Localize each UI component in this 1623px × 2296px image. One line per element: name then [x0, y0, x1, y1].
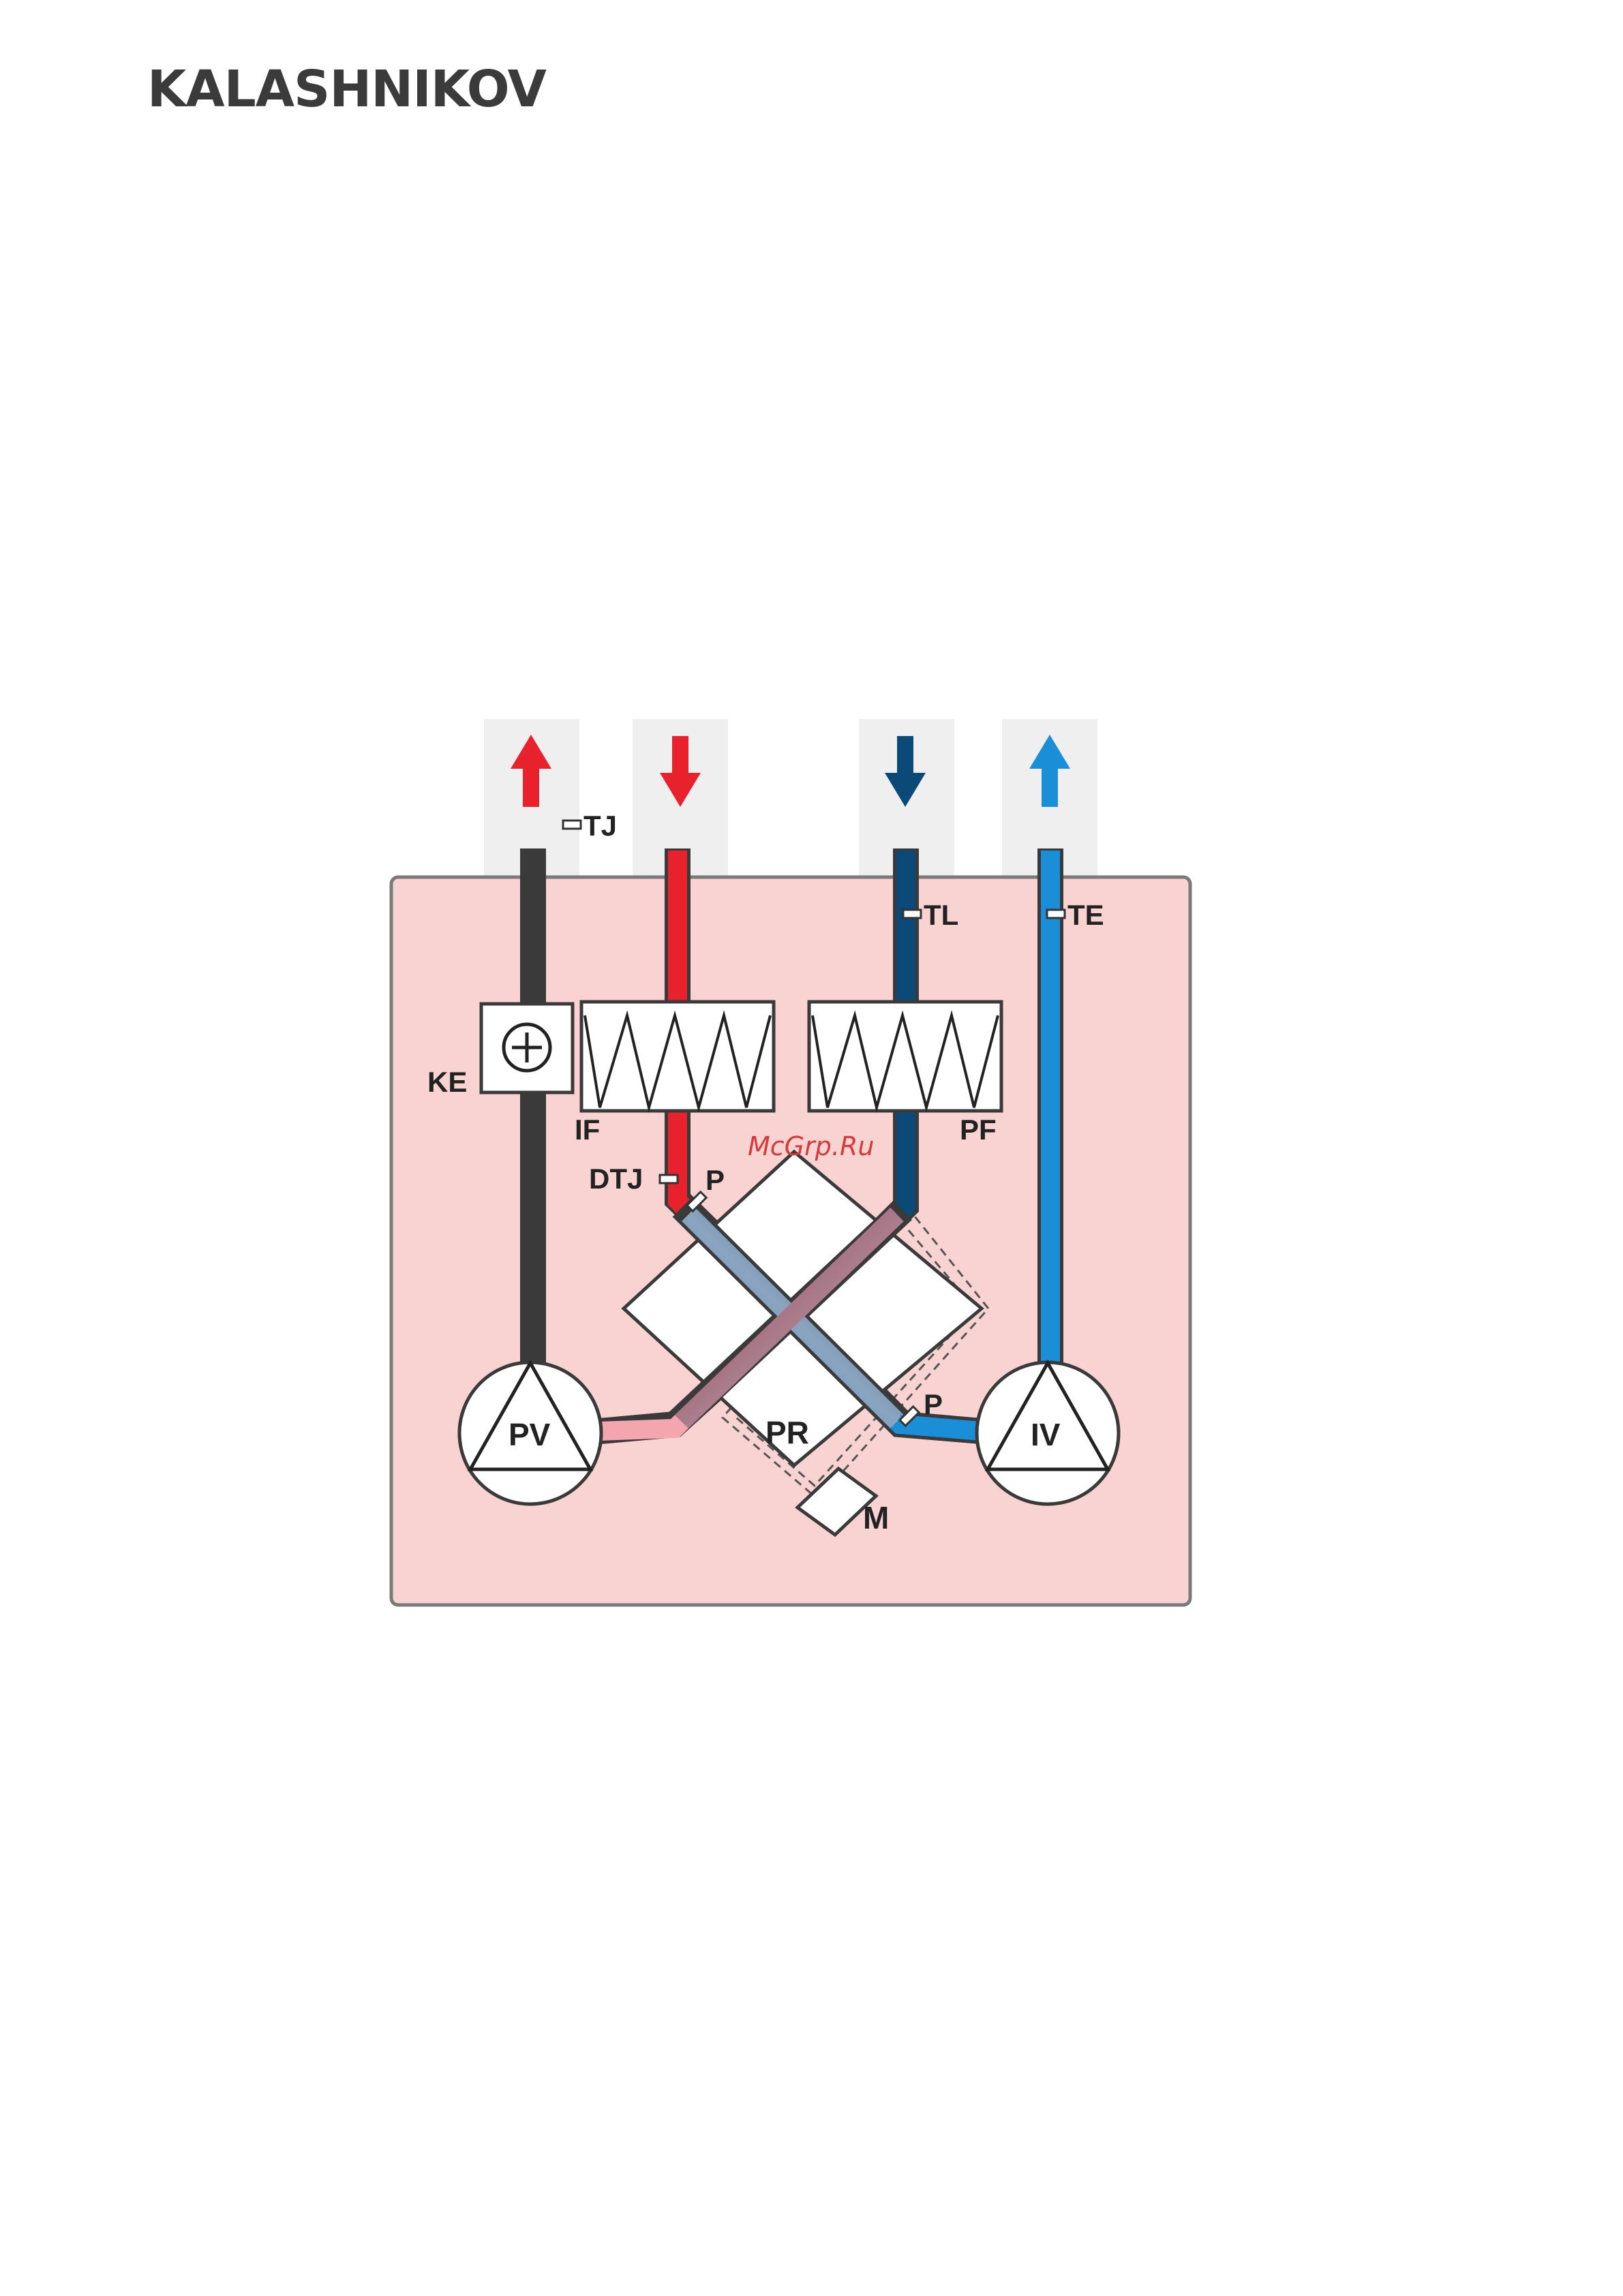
- electric-heater: [481, 1004, 573, 1092]
- label-p1: P: [706, 1164, 725, 1196]
- label-if: IF: [575, 1114, 600, 1146]
- label-p2: P: [924, 1388, 943, 1420]
- label-iv: IV: [1031, 1417, 1061, 1452]
- sensor-tj: [563, 821, 581, 829]
- watermark: McGrp.Ru: [748, 1131, 874, 1161]
- label-pv: PV: [509, 1417, 551, 1452]
- label-ke: KE: [427, 1066, 467, 1098]
- label-te: TE: [1067, 899, 1104, 931]
- label-tj: TJ: [583, 810, 617, 842]
- supply-filter: [809, 1002, 1001, 1111]
- sensor-te: [1047, 910, 1065, 918]
- label-tl: TL: [924, 899, 958, 931]
- sensor-tl: [903, 910, 921, 918]
- label-pr: PR: [765, 1415, 809, 1450]
- label-pf: PF: [960, 1114, 997, 1146]
- label-m: M: [863, 1500, 889, 1535]
- sensor-dtj: [660, 1175, 678, 1183]
- extract-filter: [581, 1002, 774, 1111]
- label-dtj: DTJ: [589, 1163, 643, 1195]
